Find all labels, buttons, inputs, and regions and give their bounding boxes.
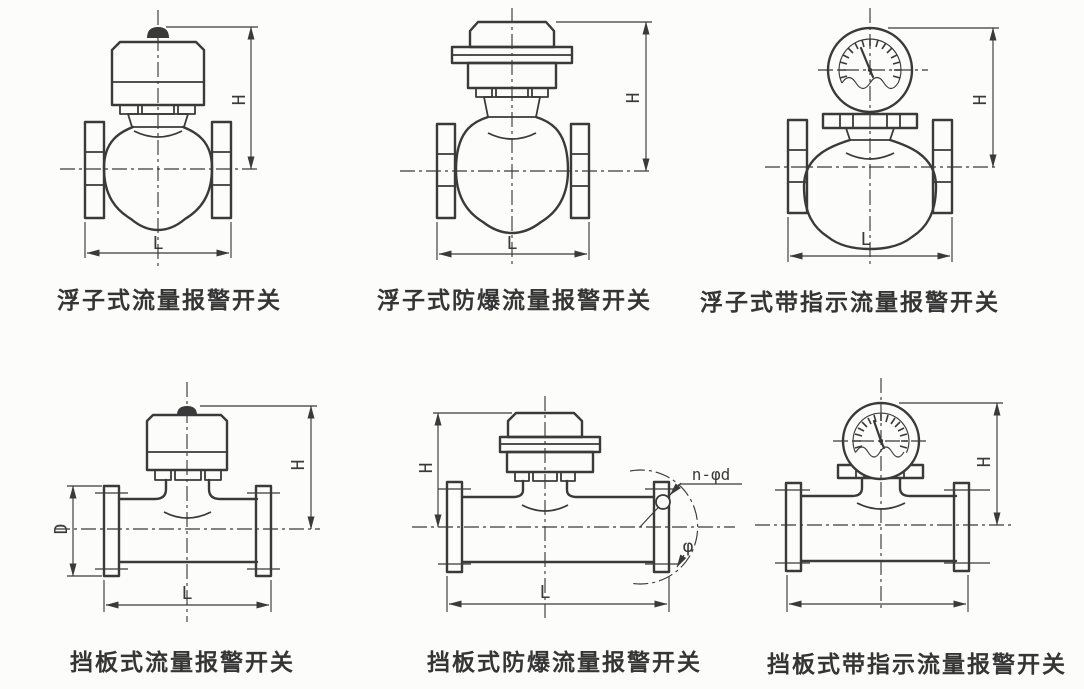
indicator-gauge [818,26,928,114]
dimension-H: H [166,26,258,170]
dim-H-label: H [970,95,991,106]
dim-H-label: H [288,460,309,471]
flange-left [95,484,128,578]
dim-H-label: H [229,95,250,106]
centerlines [60,10,257,268]
gauge-wave-line [841,76,899,90]
dimension-H: H [556,21,652,172]
exproof-head [498,411,602,482]
flange-right [210,120,233,220]
dim-L-label: L [861,229,872,250]
flange-left [786,118,809,215]
bolt-circle-label: φ [683,536,694,557]
caption-baffle-flow-switch: 挡板式流量报警开关 [70,650,295,675]
figure-baffle-exproof-flow-switch: n-φd φ H L [400,370,745,630]
bolt-ticks [944,489,990,564]
dimension-L: L [787,217,953,262]
dim-D-label: D [51,524,72,535]
dimension-L: L [436,222,590,260]
valve-body [435,115,591,235]
dim-H-label: H [416,463,437,474]
head-knob [147,27,169,38]
dim-H-label: H [623,93,644,104]
bolt-ticks [247,492,280,570]
dimension-L: L [446,576,670,612]
bolt-circle-arc [629,469,699,585]
flange-left [775,481,810,573]
dimension-H: H [888,27,999,168]
centerlines [400,8,652,268]
dim-H-label: H [974,457,995,468]
bolt-ticks [95,492,128,570]
body-arc [133,130,183,138]
drawing-float-exproof-flow-switch: H L [400,8,652,268]
bolt-ticks [775,489,810,564]
drawing-baffle-indicator-flow-switch: H [755,378,1012,612]
drawing-baffle-flow-switch: D H L [51,382,320,622]
drawing-baffle-exproof-flow-switch: n-φd φ H L [412,396,742,618]
dim-L-label: L [182,583,193,604]
dimension-length [786,575,969,612]
bolt-hole [655,494,671,510]
flange-left [83,120,106,220]
dimension-H: H [200,405,317,530]
switch-head [145,406,229,481]
bolt-holes-label: n-φd [692,465,731,484]
bolt-ticks [438,488,471,565]
caption-float-indicator-flow-switch: 浮子式带指示流量报警开关 [700,290,1000,315]
dimension-L: L [84,222,232,258]
caption-float-flow-switch: 浮子式流量报警开关 [57,288,282,313]
figure-baffle-indicator-flow-switch: H [750,370,1050,630]
centerlines [755,378,1012,612]
dimension-H: H [899,402,1003,526]
dimension-L: L [103,580,272,612]
figure-baffle-flow-switch: D H L [45,370,335,630]
terminal-feet [154,469,222,481]
drawing-float-flow-switch: H L [60,10,258,268]
figure-float-flow-switch: H L [50,5,320,270]
dim-L-label: L [153,233,164,254]
gauge-wave-line [855,446,905,458]
bolt-circle-detail: n-φd φ [629,465,742,585]
drawing-float-indicator-flow-switch: H L [765,8,999,268]
dim-L-label: L [540,582,551,603]
centerlines [55,382,320,622]
tee-body [95,478,280,578]
dimension-H: H [416,412,512,528]
figure-float-indicator-flow-switch: H L [755,5,1045,270]
centerlines [412,396,735,618]
caption-float-exproof-flow-switch: 浮子式防爆流量报警开关 [377,288,652,313]
caption-baffle-indicator-flow-switch: 挡板式带指示流量报警开关 [767,652,1067,677]
dimension-D: D [51,485,102,577]
flange-right [247,484,280,578]
figure-float-exproof-flow-switch: H L [390,5,670,270]
flange-right [944,481,990,573]
dim-L-label: L [507,233,518,254]
centerlines [765,8,999,268]
caption-baffle-exproof-flow-switch: 挡板式防爆流量报警开关 [427,650,702,675]
